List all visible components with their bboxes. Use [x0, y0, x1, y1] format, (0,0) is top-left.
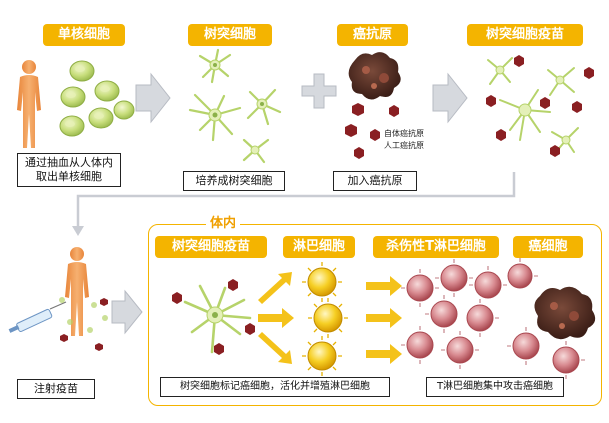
label-cancer-cell: 癌细胞 [513, 236, 583, 258]
arrow-right-icon [135, 72, 171, 124]
dendritic-vaccine-cell [183, 284, 252, 354]
lymphocyte-cells [307, 267, 343, 371]
caption-extract-blood: 通过抽血从人体内 取出单核细胞 [17, 153, 121, 187]
in-vivo-frame [148, 224, 602, 406]
cancer-cell-icon [348, 52, 401, 100]
antigen-hexagons [345, 103, 399, 159]
caption-line: 取出单核细胞 [36, 170, 102, 183]
killer-t-cells [406, 263, 580, 374]
dendritic-vaccine-group [487, 57, 579, 153]
arrow-down-icon [72, 226, 84, 236]
label-dendritic-cell: 树突细胞 [188, 24, 272, 46]
human-figure-icon [65, 247, 89, 336]
syringe-icon [8, 301, 67, 333]
caption-culture: 培养成树突细胞 [183, 171, 285, 191]
plus-icon [301, 73, 337, 109]
cancer-cell-icon [534, 286, 596, 340]
label-cancer-antigen: 癌抗原 [337, 24, 408, 46]
human-figure-icon [17, 60, 41, 148]
label-monocyte: 单核细胞 [43, 24, 125, 46]
label-lymphocyte: 淋巴细胞 [283, 236, 355, 258]
label-killer-t-cell: 杀伤性T淋巴细胞 [373, 236, 499, 258]
label-in-vivo: 体内 [206, 216, 241, 232]
arrow-right-icon [432, 72, 468, 124]
antigen-type-artificial: 人工癌抗原 [384, 141, 424, 150]
caption-inject-vaccine: 注射疫苗 [17, 379, 95, 399]
connector-line [76, 172, 516, 228]
caption-t-attack: T淋巴细胞集中攻击癌细胞 [426, 377, 564, 397]
caption-line: 通过抽血从人体内 [25, 156, 113, 169]
arrow-right-icon [111, 289, 143, 335]
label-dc-vaccine-invivo: 树突细胞疫苗 [155, 236, 267, 258]
caption-add-antigen: 加入癌抗原 [333, 171, 417, 191]
label-dc-vaccine: 树突细胞疫苗 [467, 24, 583, 46]
activation-arrows [258, 272, 402, 364]
dendritic-cell-group [188, 48, 282, 164]
antigen-type-autologous: 自体癌抗原 [384, 129, 424, 138]
caption-mark-cancer: 树突细胞标记癌细胞，活化并增殖淋巴细胞 [160, 377, 390, 397]
